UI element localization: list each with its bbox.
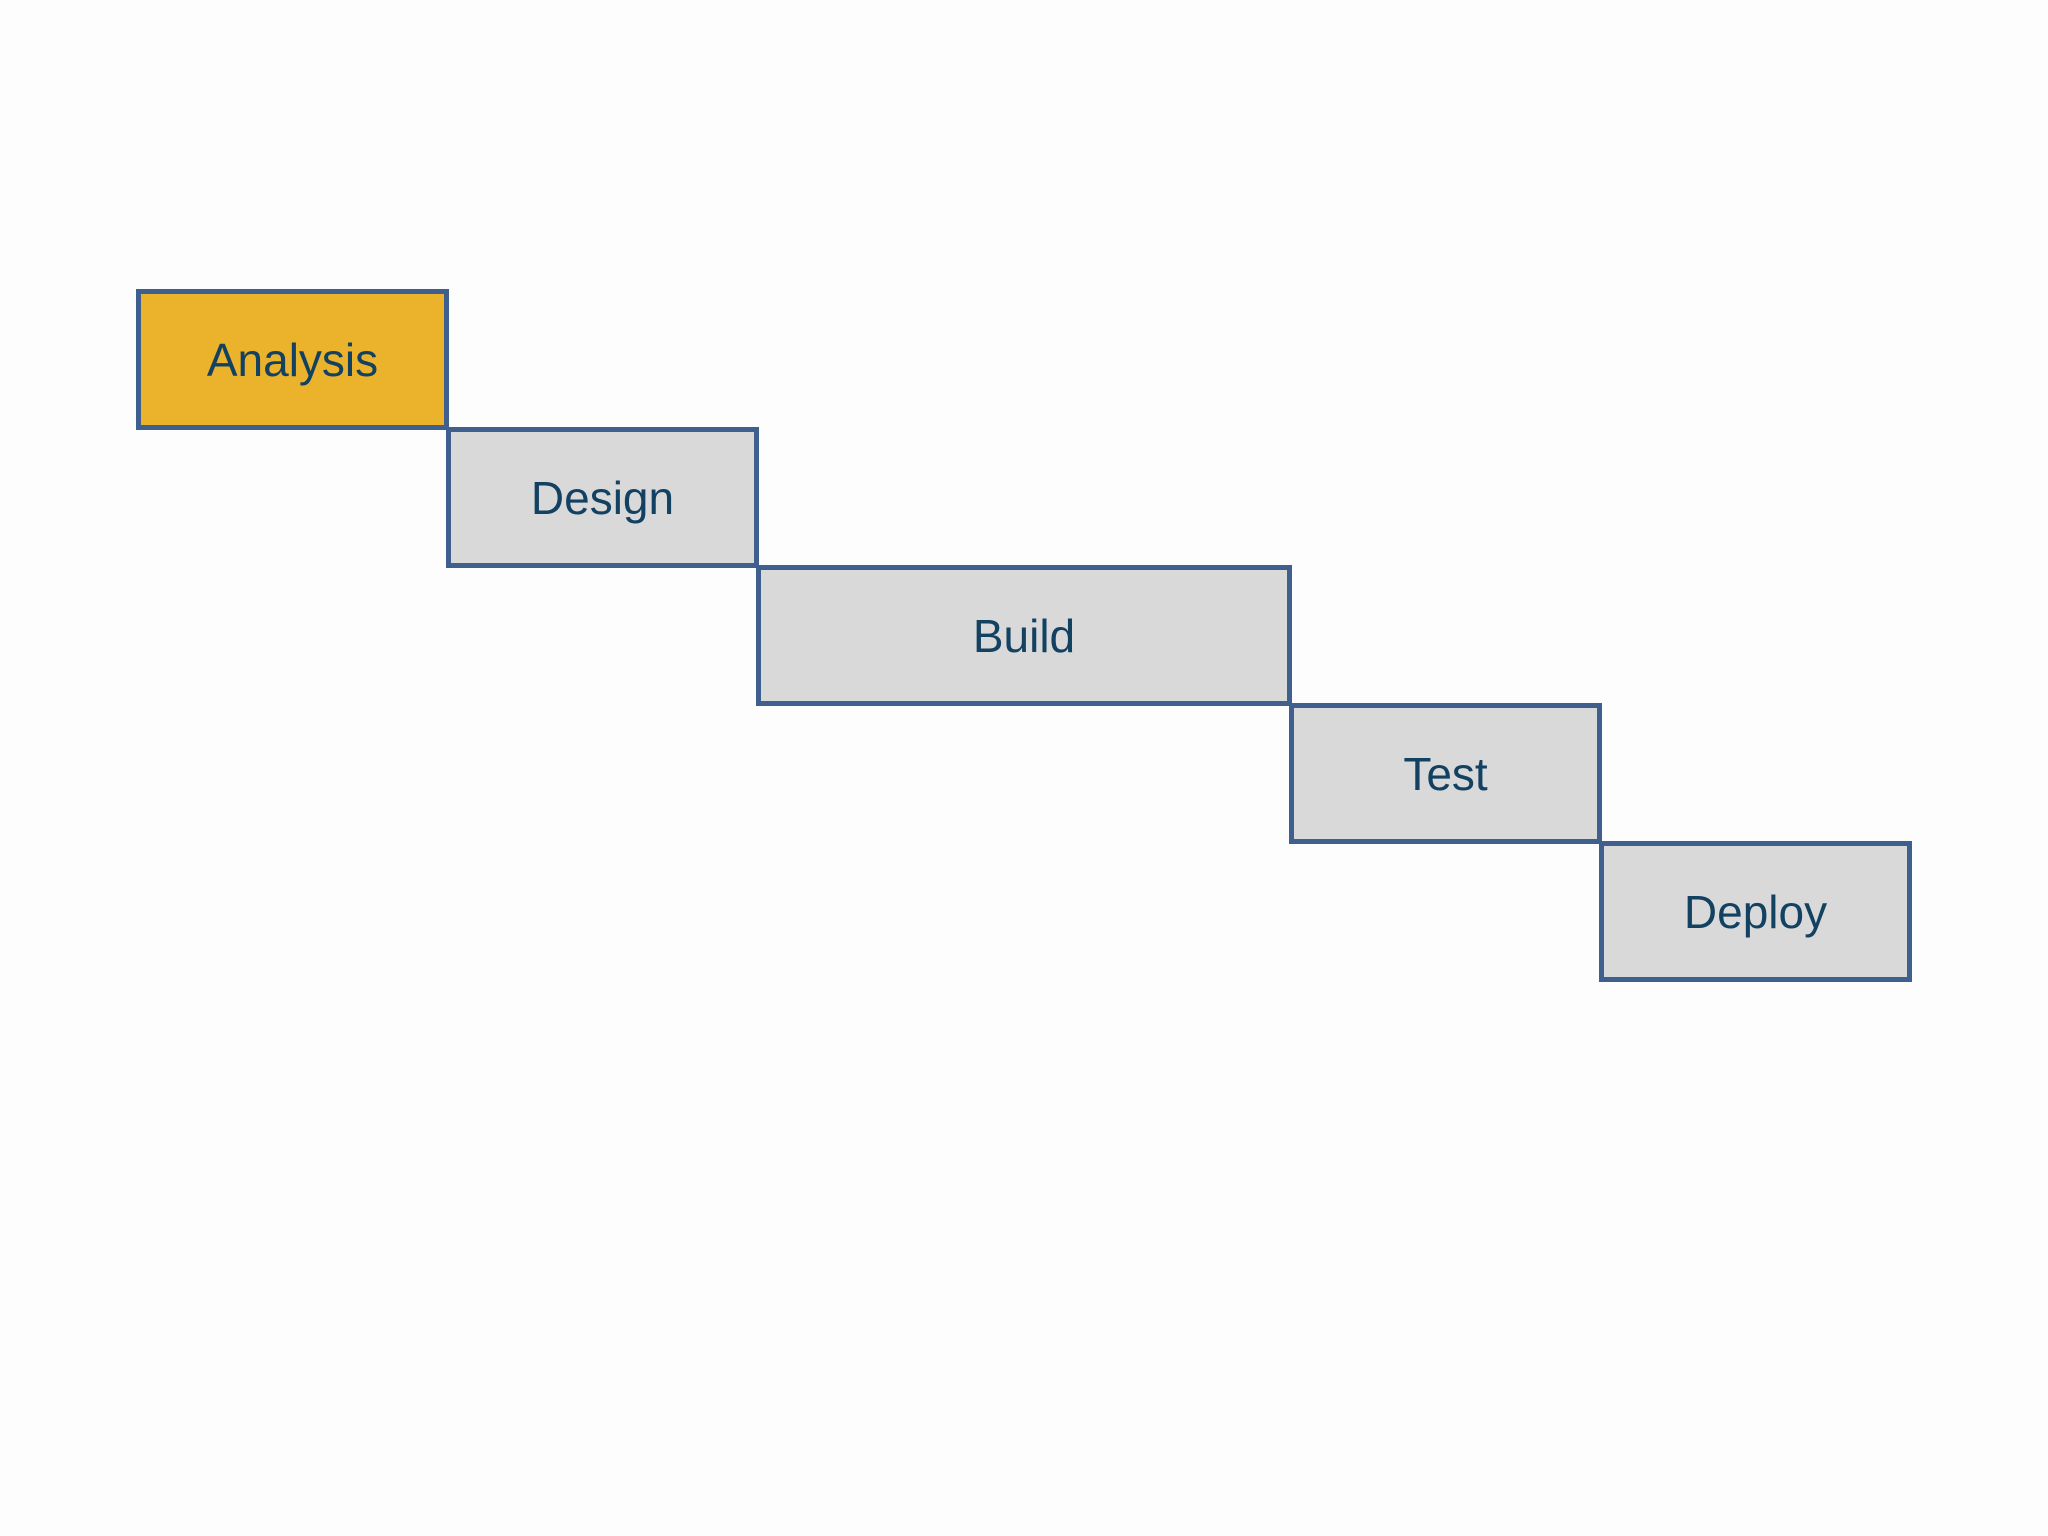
- step-deploy: Deploy: [1599, 841, 1912, 982]
- step-build: Build: [756, 565, 1292, 706]
- step-analysis: Analysis: [136, 289, 449, 430]
- step-test-label: Test: [1403, 747, 1488, 800]
- step-design: Design: [446, 427, 759, 568]
- step-build-label: Build: [972, 609, 1076, 662]
- step-test: Test: [1289, 703, 1602, 844]
- step-design-label: Design: [530, 471, 675, 524]
- step-deploy-label: Deploy: [1683, 885, 1828, 938]
- step-analysis-label: Analysis: [206, 333, 379, 386]
